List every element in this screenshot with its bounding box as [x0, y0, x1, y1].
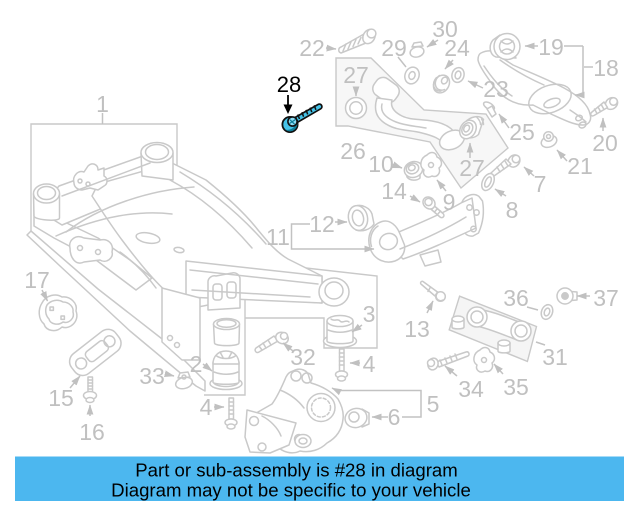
- svg-text:36: 36: [503, 285, 529, 311]
- svg-text:31: 31: [542, 344, 568, 370]
- svg-text:5: 5: [427, 391, 440, 417]
- svg-text:21: 21: [567, 153, 593, 179]
- svg-text:22: 22: [299, 35, 325, 61]
- svg-text:33: 33: [139, 363, 165, 389]
- svg-text:7: 7: [534, 171, 547, 197]
- svg-text:29: 29: [381, 35, 407, 61]
- svg-text:8: 8: [506, 197, 519, 223]
- svg-text:4: 4: [200, 394, 213, 420]
- svg-text:10: 10: [368, 151, 394, 177]
- svg-text:11: 11: [266, 224, 290, 250]
- svg-text:28: 28: [277, 72, 301, 97]
- svg-text:32: 32: [290, 344, 316, 370]
- svg-text:26: 26: [340, 138, 366, 164]
- svg-text:6: 6: [388, 404, 401, 430]
- svg-text:2: 2: [190, 351, 203, 377]
- svg-text:35: 35: [503, 374, 529, 400]
- svg-text:17: 17: [24, 267, 50, 293]
- svg-text:12: 12: [309, 211, 335, 237]
- svg-text:1: 1: [96, 91, 109, 117]
- svg-text:3: 3: [363, 301, 376, 327]
- svg-text:15: 15: [48, 385, 74, 411]
- svg-text:34: 34: [458, 376, 484, 402]
- svg-text:13: 13: [404, 316, 430, 342]
- svg-text:19: 19: [538, 34, 564, 60]
- svg-text:23: 23: [483, 76, 509, 102]
- svg-text:24: 24: [444, 35, 470, 61]
- svg-text:27: 27: [459, 155, 485, 181]
- svg-text:18: 18: [593, 55, 619, 81]
- svg-text:4: 4: [363, 351, 376, 377]
- svg-text:20: 20: [592, 130, 618, 156]
- svg-text:25: 25: [509, 119, 535, 145]
- svg-text:16: 16: [79, 419, 105, 445]
- svg-text:27: 27: [343, 62, 369, 88]
- svg-text:9: 9: [443, 189, 456, 215]
- svg-text:Diagram may not be specific to: Diagram may not be specific to your vehi…: [111, 480, 471, 501]
- svg-text:30: 30: [432, 16, 458, 42]
- svg-text:37: 37: [593, 285, 619, 311]
- svg-text:Part or sub-assembly is #28 in: Part or sub-assembly is #28 in diagram: [135, 460, 457, 481]
- svg-text:14: 14: [381, 178, 407, 204]
